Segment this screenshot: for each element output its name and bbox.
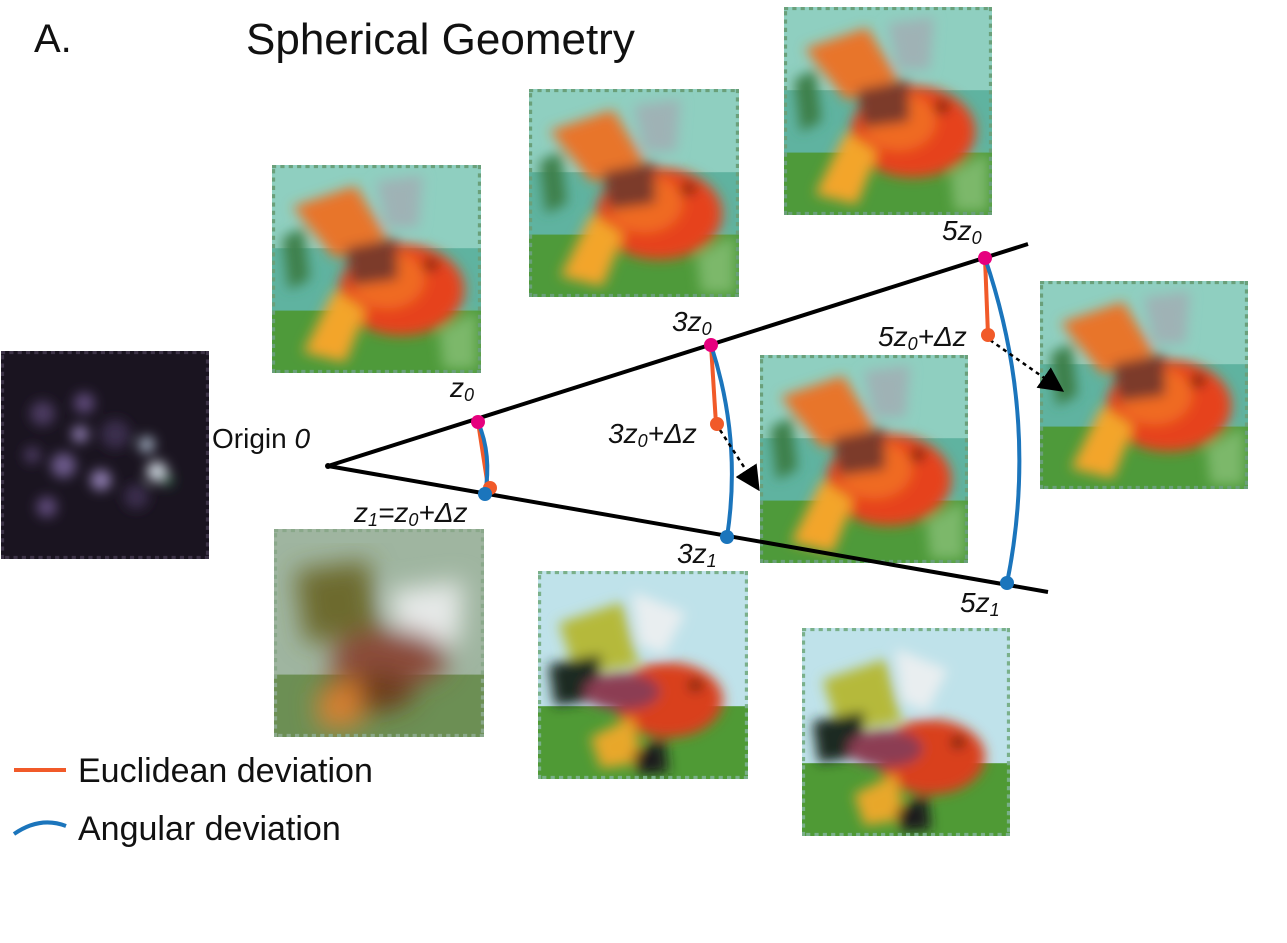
- label-5z1: 5z1: [960, 587, 1000, 620]
- label-5z0: 5z0: [942, 215, 982, 248]
- label-z0: z0: [449, 372, 474, 405]
- legend-angular-label: Angular deviation: [78, 810, 341, 848]
- label-3z0-dz: 3z0+Δz: [608, 418, 697, 451]
- point-z0: [471, 415, 485, 429]
- label-3z0: 3z0: [672, 306, 712, 339]
- euclidean-deviation-3: [709, 344, 718, 425]
- point-5z0-dz: [981, 328, 995, 342]
- label-3z1: 3z1: [677, 538, 717, 571]
- 3z1-image: [538, 571, 748, 779]
- label-5z0-dz: 5z0+Δz: [878, 321, 967, 354]
- z1-image: [274, 529, 484, 737]
- legend-euclidean-label: Euclidean deviation: [78, 752, 373, 790]
- legend-angular-swatch: [12, 820, 67, 836]
- arrow-5z0-dz: [989, 338, 1065, 392]
- 3z0-image: [529, 89, 739, 297]
- panel-letter: A.: [34, 17, 72, 61]
- legend: Euclidean deviation Angular deviation: [12, 752, 373, 848]
- 3z0-dz-image: [760, 355, 968, 563]
- 5z0-dz-image: [1040, 281, 1248, 489]
- z0-image: [272, 165, 481, 373]
- arrow-3z0-dz: [718, 429, 760, 492]
- point-5z1: [1000, 576, 1014, 590]
- origin-image: [1, 351, 209, 559]
- 5z1-image: [802, 628, 1010, 836]
- angular-deviation-5: [983, 257, 1022, 584]
- point-z1: [478, 487, 492, 501]
- origin-point: [325, 463, 331, 469]
- angular-deviation-3: [709, 344, 734, 538]
- diagram-title: Spherical Geometry: [246, 15, 635, 64]
- point-5z0: [978, 251, 992, 265]
- ray-z0: [327, 242, 1029, 468]
- point-3z0-dz: [710, 417, 724, 431]
- euclidean-deviation-5: [983, 257, 990, 336]
- point-3z0: [704, 338, 718, 352]
- 5z0-image: [784, 7, 992, 215]
- point-3z1: [720, 530, 734, 544]
- ray-z1: [327, 464, 1049, 594]
- label-z1: z1=z0+Δz: [353, 497, 468, 530]
- origin-label: Origin 0: [212, 423, 310, 454]
